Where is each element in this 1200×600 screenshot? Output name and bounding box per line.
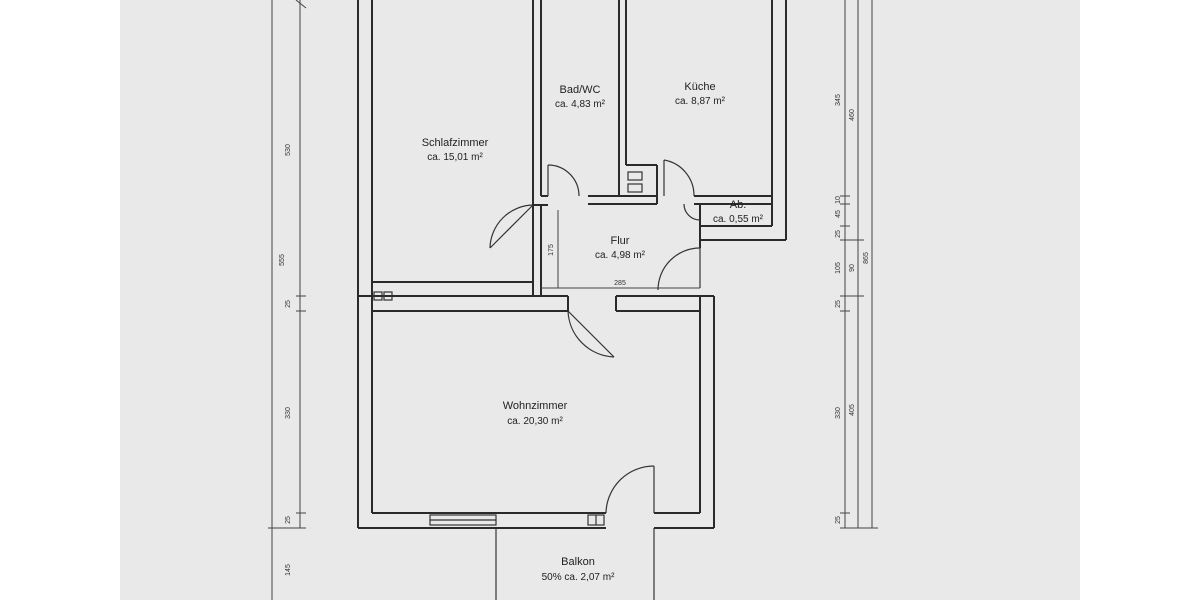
dim-left-145: 145 xyxy=(285,564,292,576)
room-area-kueche: ca. 8,87 m² xyxy=(675,96,726,107)
dim-flur-285: 285 xyxy=(614,280,626,287)
balcony-outline xyxy=(495,528,655,600)
dim-right-330: 330 xyxy=(835,407,842,419)
room-name-wohnzimmer: Wohnzimmer xyxy=(503,400,568,412)
room-area-schlafzimmer: ca. 15,01 m² xyxy=(427,152,483,163)
dimension-flur: 175 285 xyxy=(548,210,626,288)
doors xyxy=(489,159,701,514)
dim-right-45: 45 xyxy=(835,210,842,218)
room-name-schlafzimmer: Schlafzimmer xyxy=(422,137,489,149)
dim-left-25b: 25 xyxy=(285,516,292,524)
dim-right-90: 90 xyxy=(849,264,856,272)
room-area-flur: ca. 4,98 m² xyxy=(595,250,646,261)
room-name-ab: Ab. xyxy=(730,199,747,211)
dim-right-25c: 25 xyxy=(835,516,842,524)
dim-left-330: 330 xyxy=(285,407,292,419)
dim-right-25a: 25 xyxy=(835,230,842,238)
room-area-bad: ca. 4,83 m² xyxy=(555,99,606,110)
dimension-chain-right: 345 10 45 25 105 25 330 25 460 90 405 86… xyxy=(835,0,878,529)
room-name-kueche: Küche xyxy=(684,81,715,93)
dim-right-10: 10 xyxy=(835,196,842,204)
room-labels: Schlafzimmer ca. 15,01 m² Bad/WC ca. 4,8… xyxy=(422,81,764,583)
dim-right-460: 460 xyxy=(849,109,856,121)
dim-right-345: 345 xyxy=(835,94,842,106)
room-area-wohnzimmer: ca. 20,30 m² xyxy=(507,416,563,427)
outer-walls xyxy=(357,0,787,529)
dim-left-25a: 25 xyxy=(285,300,292,308)
interior-walls xyxy=(358,0,772,312)
dim-right-865: 865 xyxy=(863,252,870,264)
room-area-ab: ca. 0,55 m² xyxy=(713,214,764,225)
paper-sheet xyxy=(120,0,1080,600)
dim-right-25b: 25 xyxy=(835,300,842,308)
dim-right-105: 105 xyxy=(835,262,842,274)
dimension-chain-left: 530 25 330 25 145 555 xyxy=(268,0,307,600)
dim-right-405: 405 xyxy=(849,404,856,416)
room-area-balkon: 50% ca. 2,07 m² xyxy=(542,572,615,583)
room-name-bad: Bad/WC xyxy=(560,84,601,96)
dim-left-555: 555 xyxy=(279,254,286,266)
room-name-flur: Flur xyxy=(611,235,630,247)
dim-flur-175: 175 xyxy=(548,244,555,256)
room-name-balkon: Balkon xyxy=(561,556,595,568)
dim-left-530: 530 xyxy=(285,144,292,156)
